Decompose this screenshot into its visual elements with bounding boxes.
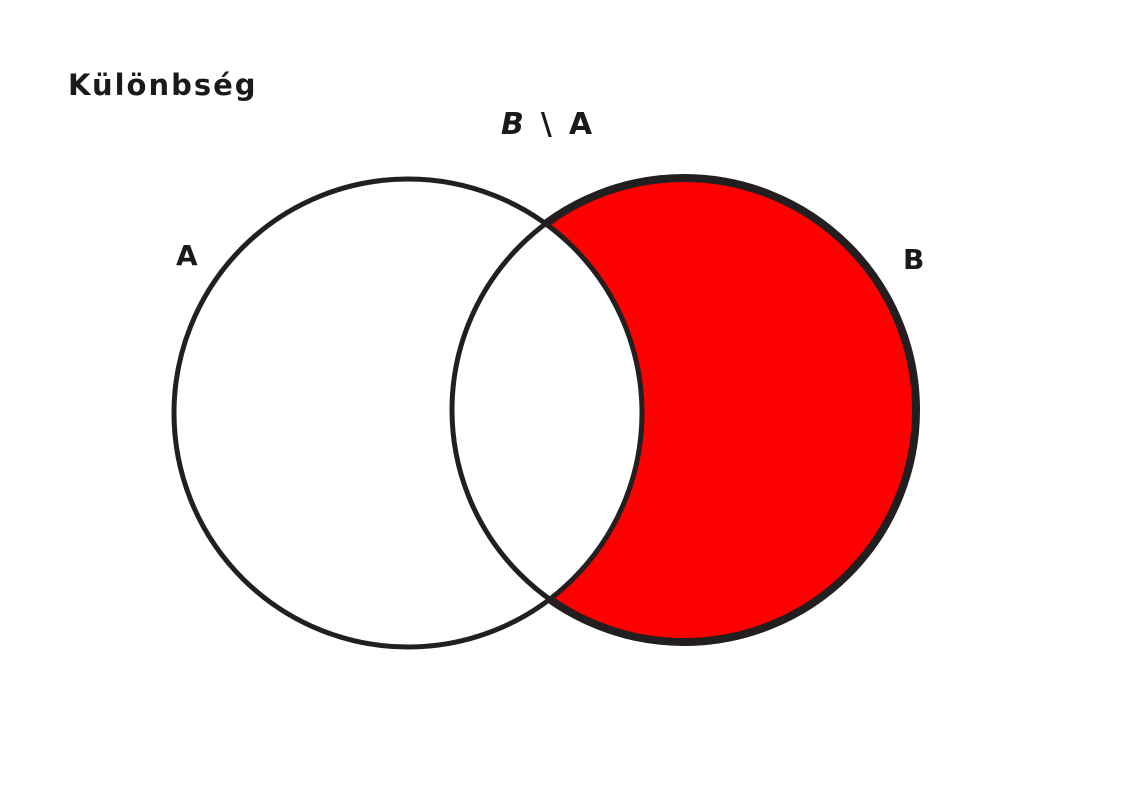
set-a-circle xyxy=(171,176,645,650)
set-b-inner-outline xyxy=(449,179,642,645)
set-a-label: A xyxy=(176,239,198,272)
formula-right-set: A xyxy=(569,107,595,142)
diagram-title: Különbség xyxy=(68,68,258,102)
set-b-label: B xyxy=(903,243,924,276)
formula-operator: \ xyxy=(541,107,555,142)
formula: B \ A xyxy=(501,107,595,142)
difference-region-b-minus-a xyxy=(452,178,916,642)
formula-left-set: B xyxy=(501,107,527,142)
